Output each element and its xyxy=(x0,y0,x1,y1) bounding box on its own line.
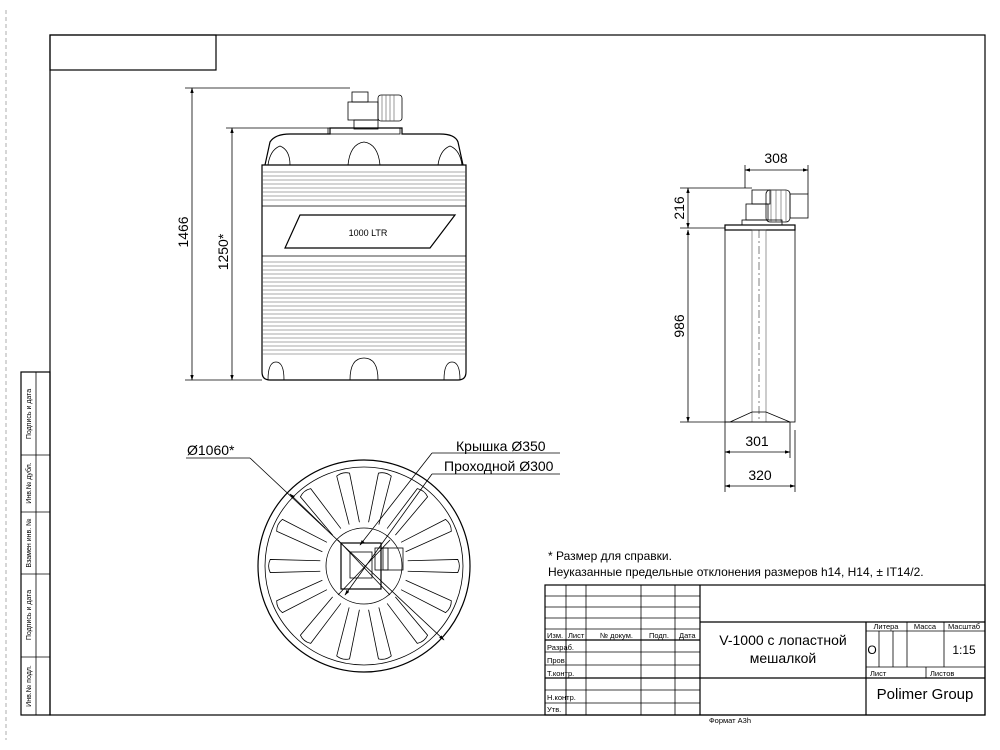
scale-value: 1:15 xyxy=(952,643,976,657)
side-stamp-2: Инв.№ дубл. xyxy=(25,462,33,503)
col-doc: № докум. xyxy=(600,631,633,640)
tank-rib xyxy=(368,607,392,660)
tank-rib xyxy=(276,518,328,553)
note-tolerances: Неуказанные предельные отклонения размер… xyxy=(548,565,924,579)
note-reference: * Размер для справки. xyxy=(548,549,672,563)
tank-volume-label: 1000 LTR xyxy=(349,228,388,238)
side-view: 308 216 986 301 320 xyxy=(671,150,809,492)
row-tkontr: Т.контр. xyxy=(547,669,574,678)
dim-motor-height: 216 xyxy=(671,196,687,220)
tank-rib xyxy=(336,472,360,525)
col-date: Дата xyxy=(679,631,696,640)
col-izm: Изм. xyxy=(547,631,563,640)
col-list: Лист xyxy=(568,631,585,640)
drawing-title-line2: мешалкой xyxy=(750,650,817,666)
tank-rib xyxy=(400,518,452,553)
front-motor xyxy=(327,91,403,135)
side-stamp-3: Взамен инв. № xyxy=(26,518,33,567)
format-label: Формат А3h xyxy=(709,716,751,725)
side-stamp-4: Подпись и дата xyxy=(26,590,33,640)
tank-rib xyxy=(276,579,328,614)
passage-label: Проходной Ø300 xyxy=(444,458,554,474)
dim-body-height: 1250* xyxy=(215,233,231,270)
lid-label: Крышка Ø350 xyxy=(456,438,546,454)
row-utv: Утв. xyxy=(547,705,561,714)
dim-blade-width: 301 xyxy=(745,433,769,449)
side-stamp-5: Инв.№ подл. xyxy=(26,665,33,707)
litera-value: O xyxy=(867,643,876,657)
title-block: Изм. Лист № докум. Подп. Дата Разраб. Пр… xyxy=(544,584,986,716)
tank-rib xyxy=(268,559,321,573)
tank-rib xyxy=(386,596,429,644)
drawing-title-line1: V-1000 с лопастной xyxy=(719,632,846,648)
top-view: Ø1060* Крышка Ø350 Проходной Ø300 xyxy=(186,438,560,673)
top-left-stamp xyxy=(49,34,217,71)
side-stamp-1: Подпись и дата xyxy=(26,389,33,439)
tank-rib xyxy=(336,607,360,660)
row-prov: Пров. xyxy=(547,656,567,665)
side-stamp-column: Подпись и дата Инв.№ дубл. Взамен инв. №… xyxy=(20,371,51,716)
hdr-massa: Масса xyxy=(914,622,937,631)
hdr-sheet: Лист xyxy=(870,669,887,678)
front-view: 1000 LTR 1466 1250* xyxy=(175,87,467,381)
dim-total-width: 320 xyxy=(748,467,772,483)
dim-diameter: Ø1060* xyxy=(187,442,235,458)
hdr-sheets: Листов xyxy=(930,669,954,678)
dim-shaft-length: 986 xyxy=(671,314,687,338)
tank-rib xyxy=(368,472,392,525)
drawing-frame xyxy=(49,34,986,716)
tank-rib xyxy=(299,596,342,644)
tank-rib xyxy=(386,488,429,536)
col-sign: Подп. xyxy=(649,631,669,640)
row-razrab: Разраб. xyxy=(547,643,574,652)
dim-motor-width: 308 xyxy=(764,150,788,166)
dim-total-height: 1466 xyxy=(175,216,191,247)
hdr-masshtab: Масштаб xyxy=(948,622,980,631)
tank-label-plate xyxy=(284,214,457,249)
row-nkontr: Н.контр. xyxy=(547,693,576,702)
hdr-litera: Литера xyxy=(874,622,900,631)
tank-rib xyxy=(407,559,460,573)
tank-rib xyxy=(299,488,342,536)
tank-rib xyxy=(400,579,452,614)
company-name: Polimer Group xyxy=(877,686,974,703)
